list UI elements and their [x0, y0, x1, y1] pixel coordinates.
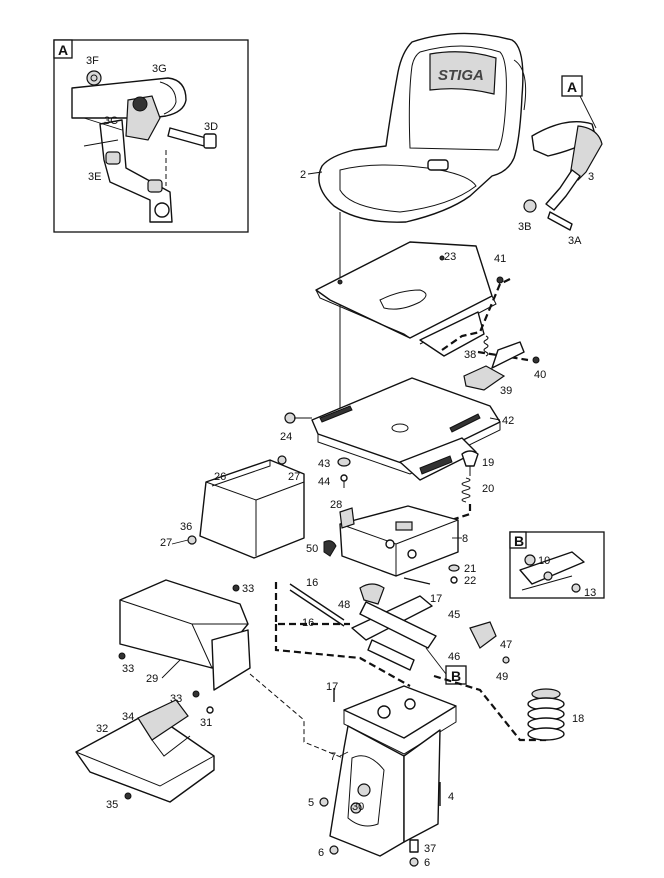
label-17-a: 17	[430, 593, 442, 605]
label-49: 49	[496, 671, 508, 683]
label-6-b: 6	[424, 857, 430, 869]
label-3b: 3B	[518, 221, 531, 233]
label-50: 50	[306, 543, 318, 555]
label-16-b: 16	[302, 617, 314, 629]
label-20: 20	[482, 483, 494, 495]
label-48: 48	[338, 599, 350, 611]
label-31: 31	[200, 717, 212, 729]
label-44: 44	[318, 476, 330, 488]
label-42: 42	[502, 415, 514, 427]
seat-brand: STIGA	[438, 67, 484, 84]
inset-b-tag: B	[514, 533, 524, 549]
label-3d: 3D	[204, 121, 218, 133]
label-8: 8	[462, 533, 468, 545]
label-32: 32	[96, 723, 108, 735]
label-27-a: 27	[288, 471, 300, 483]
spring-18: 18	[433, 674, 584, 742]
cover-26: 26 27 27 36	[160, 455, 305, 559]
inset-a-tag: A	[58, 42, 68, 58]
label-30: 30	[352, 801, 364, 813]
label-33-a: 33	[242, 583, 254, 595]
label-13: 13	[584, 587, 596, 599]
base-column-7: 30 17 7 5 4 6 37 6	[308, 681, 457, 869]
label-3: 3	[588, 171, 594, 183]
label-4: 4	[448, 791, 454, 803]
label-36: 36	[180, 521, 192, 533]
callout-b: B	[451, 668, 461, 684]
label-37: 37	[424, 843, 436, 855]
label-39: 39	[500, 385, 512, 397]
seat: STIGA 2	[300, 32, 527, 420]
cover-29: 33 33 29 33 31	[118, 579, 349, 761]
label-29: 29	[146, 673, 158, 685]
label-34: 34	[122, 711, 134, 723]
label-3g: 3G	[152, 63, 167, 75]
label-40: 40	[534, 369, 546, 381]
bracket-32: 34 32 35	[75, 699, 215, 811]
label-45: 45	[448, 609, 460, 621]
label-18: 18	[572, 713, 584, 725]
label-47: 47	[500, 639, 512, 651]
label-6-a: 6	[318, 847, 324, 859]
label-7: 7	[330, 751, 336, 763]
inset-a: A 3F 3G 3C 3D 3E	[53, 39, 249, 233]
label-10: 10	[538, 555, 550, 567]
label-3a: 3A	[568, 235, 582, 247]
scissor-mechanism: 16 16 48 17 45 47 46 49 B	[274, 577, 512, 687]
label-17-b: 17	[326, 681, 338, 693]
label-41: 41	[494, 253, 506, 265]
label-38: 38	[464, 349, 476, 361]
label-21: 21	[464, 563, 476, 575]
label-16-a: 16	[306, 577, 318, 589]
label-22: 22	[464, 575, 476, 587]
label-19: 19	[482, 457, 494, 469]
label-27-b: 27	[160, 537, 172, 549]
label-5: 5	[308, 797, 314, 809]
label-23: 23	[444, 251, 456, 263]
label-2: 2	[300, 169, 306, 181]
label-26: 26	[214, 471, 226, 483]
label-28: 28	[330, 499, 342, 511]
label-24: 24	[280, 431, 292, 443]
inset-b: B 10 13	[509, 531, 605, 599]
slide-plate-42: 42 24 43 44 19 20	[280, 377, 514, 536]
console-8: 28 8 50 21 22	[306, 499, 476, 587]
callout-a: A	[567, 79, 577, 95]
label-33-b: 33	[122, 663, 134, 675]
label-43: 43	[318, 458, 330, 470]
label-3f: 3F	[86, 55, 99, 67]
armrest: A 3 3B 3A	[518, 75, 603, 247]
label-3c: 3C	[104, 115, 118, 127]
label-46: 46	[448, 651, 460, 663]
label-35: 35	[106, 799, 118, 811]
label-3e: 3E	[88, 171, 101, 183]
seat-plate-23: 23 41 38 39 40	[315, 241, 546, 397]
